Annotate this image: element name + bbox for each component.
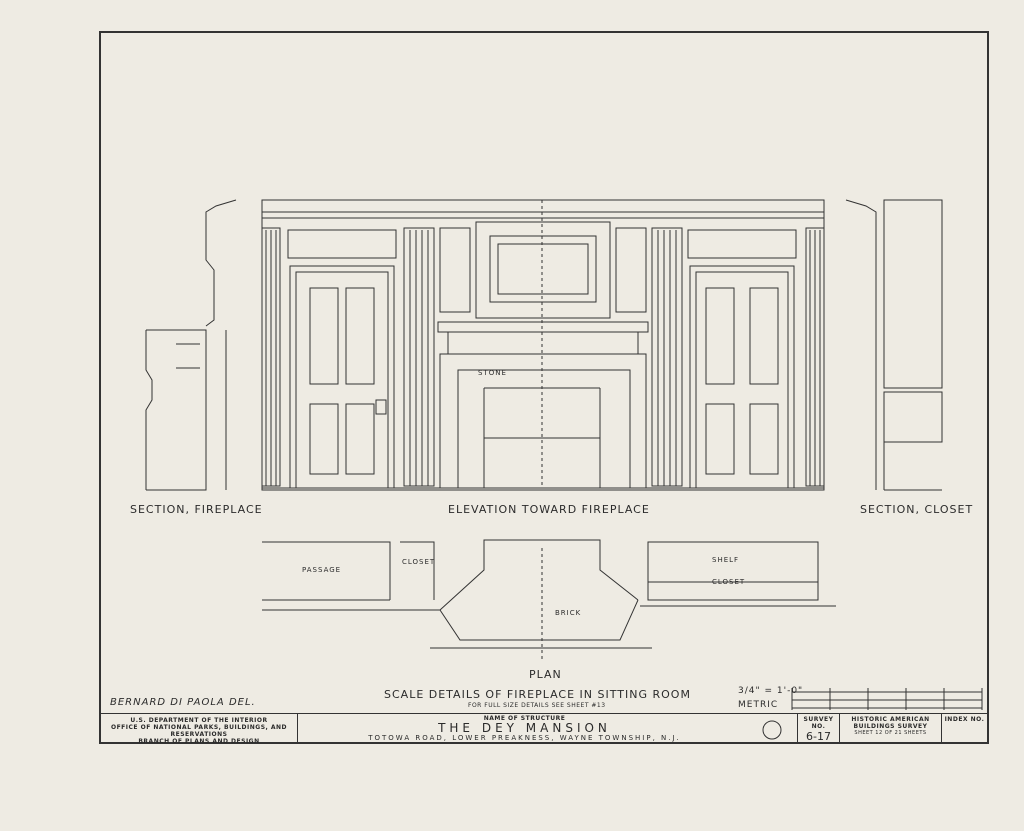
structure-cell: NAME OF STRUCTURE THE DEY MANSION TOTOWA… — [297, 714, 751, 742]
brick-label: BRICK — [555, 609, 582, 617]
survey-cell: SURVEY NO. 6-17 — [797, 714, 839, 743]
agency-line-1: U.S. DEPARTMENT OF THE INTERIOR — [130, 717, 268, 724]
survey-label: SURVEY NO. — [803, 716, 834, 730]
section-closet-drawing — [845, 199, 943, 491]
delineator: BERNARD DI PAOLA DEL. — [110, 697, 256, 708]
structure-name: THE DEY MANSION — [438, 721, 611, 735]
scale-metric: METRIC — [738, 700, 779, 710]
agency-cell: U.S. DEPARTMENT OF THE INTERIOR OFFICE O… — [101, 714, 297, 745]
agency-line-3: BRANCH OF PLANS AND DESIGN — [138, 738, 260, 745]
habs-cell: HISTORIC AMERICAN BUILDINGS SURVEY SHEET… — [839, 714, 941, 742]
index-label: INDEX NO. — [944, 716, 985, 723]
structure-location: TOTOWA ROAD, LOWER PREAKNESS, WAYNE TOWN… — [368, 734, 681, 742]
section-fireplace-label: SECTION, FIREPLACE — [130, 503, 263, 516]
survey-number: 6-17 — [806, 730, 831, 743]
passage-label: PASSAGE — [302, 566, 342, 574]
habs-line-1: HISTORIC AMERICAN — [851, 716, 930, 723]
plan-label: PLAN — [529, 668, 562, 681]
scale-bar — [791, 688, 983, 710]
title-block: U.S. DEPARTMENT OF THE INTERIOR OFFICE O… — [101, 714, 987, 745]
index-cell: INDEX NO. — [941, 714, 987, 742]
section-fireplace-drawing — [145, 199, 237, 491]
sheet-number: SHEET 12 OF 21 SHEETS — [854, 730, 927, 736]
habs-line-2: BUILDINGS SURVEY — [853, 723, 928, 730]
plan-drawing — [262, 539, 836, 660]
elevation-label: ELEVATION TOWARD FIREPLACE — [448, 503, 650, 516]
titleblock-divider — [101, 713, 987, 714]
elevation-drawing — [261, 199, 825, 491]
shelf-label: SHELF — [712, 556, 740, 564]
agency-line-2: OFFICE OF NATIONAL PARKS, BUILDINGS, AND… — [110, 724, 288, 738]
sheet-border — [99, 31, 989, 744]
drawing-title: SCALE DETAILS OF FIREPLACE IN SITTING RO… — [384, 688, 691, 701]
scale-imperial: 3/4" = 1'-0" — [738, 686, 804, 696]
drawing-note: FOR FULL SIZE DETAILS SEE SHEET #13 — [468, 702, 606, 709]
name-label: NAME OF STRUCTURE — [483, 715, 566, 722]
stone-label: STONE — [478, 369, 507, 377]
survey-seal — [762, 720, 782, 740]
closet-plan-left-label: CLOSET — [402, 558, 436, 566]
closet-plan-right-label: CLOSET — [712, 578, 746, 586]
section-closet-label: SECTION, CLOSET — [860, 503, 974, 516]
